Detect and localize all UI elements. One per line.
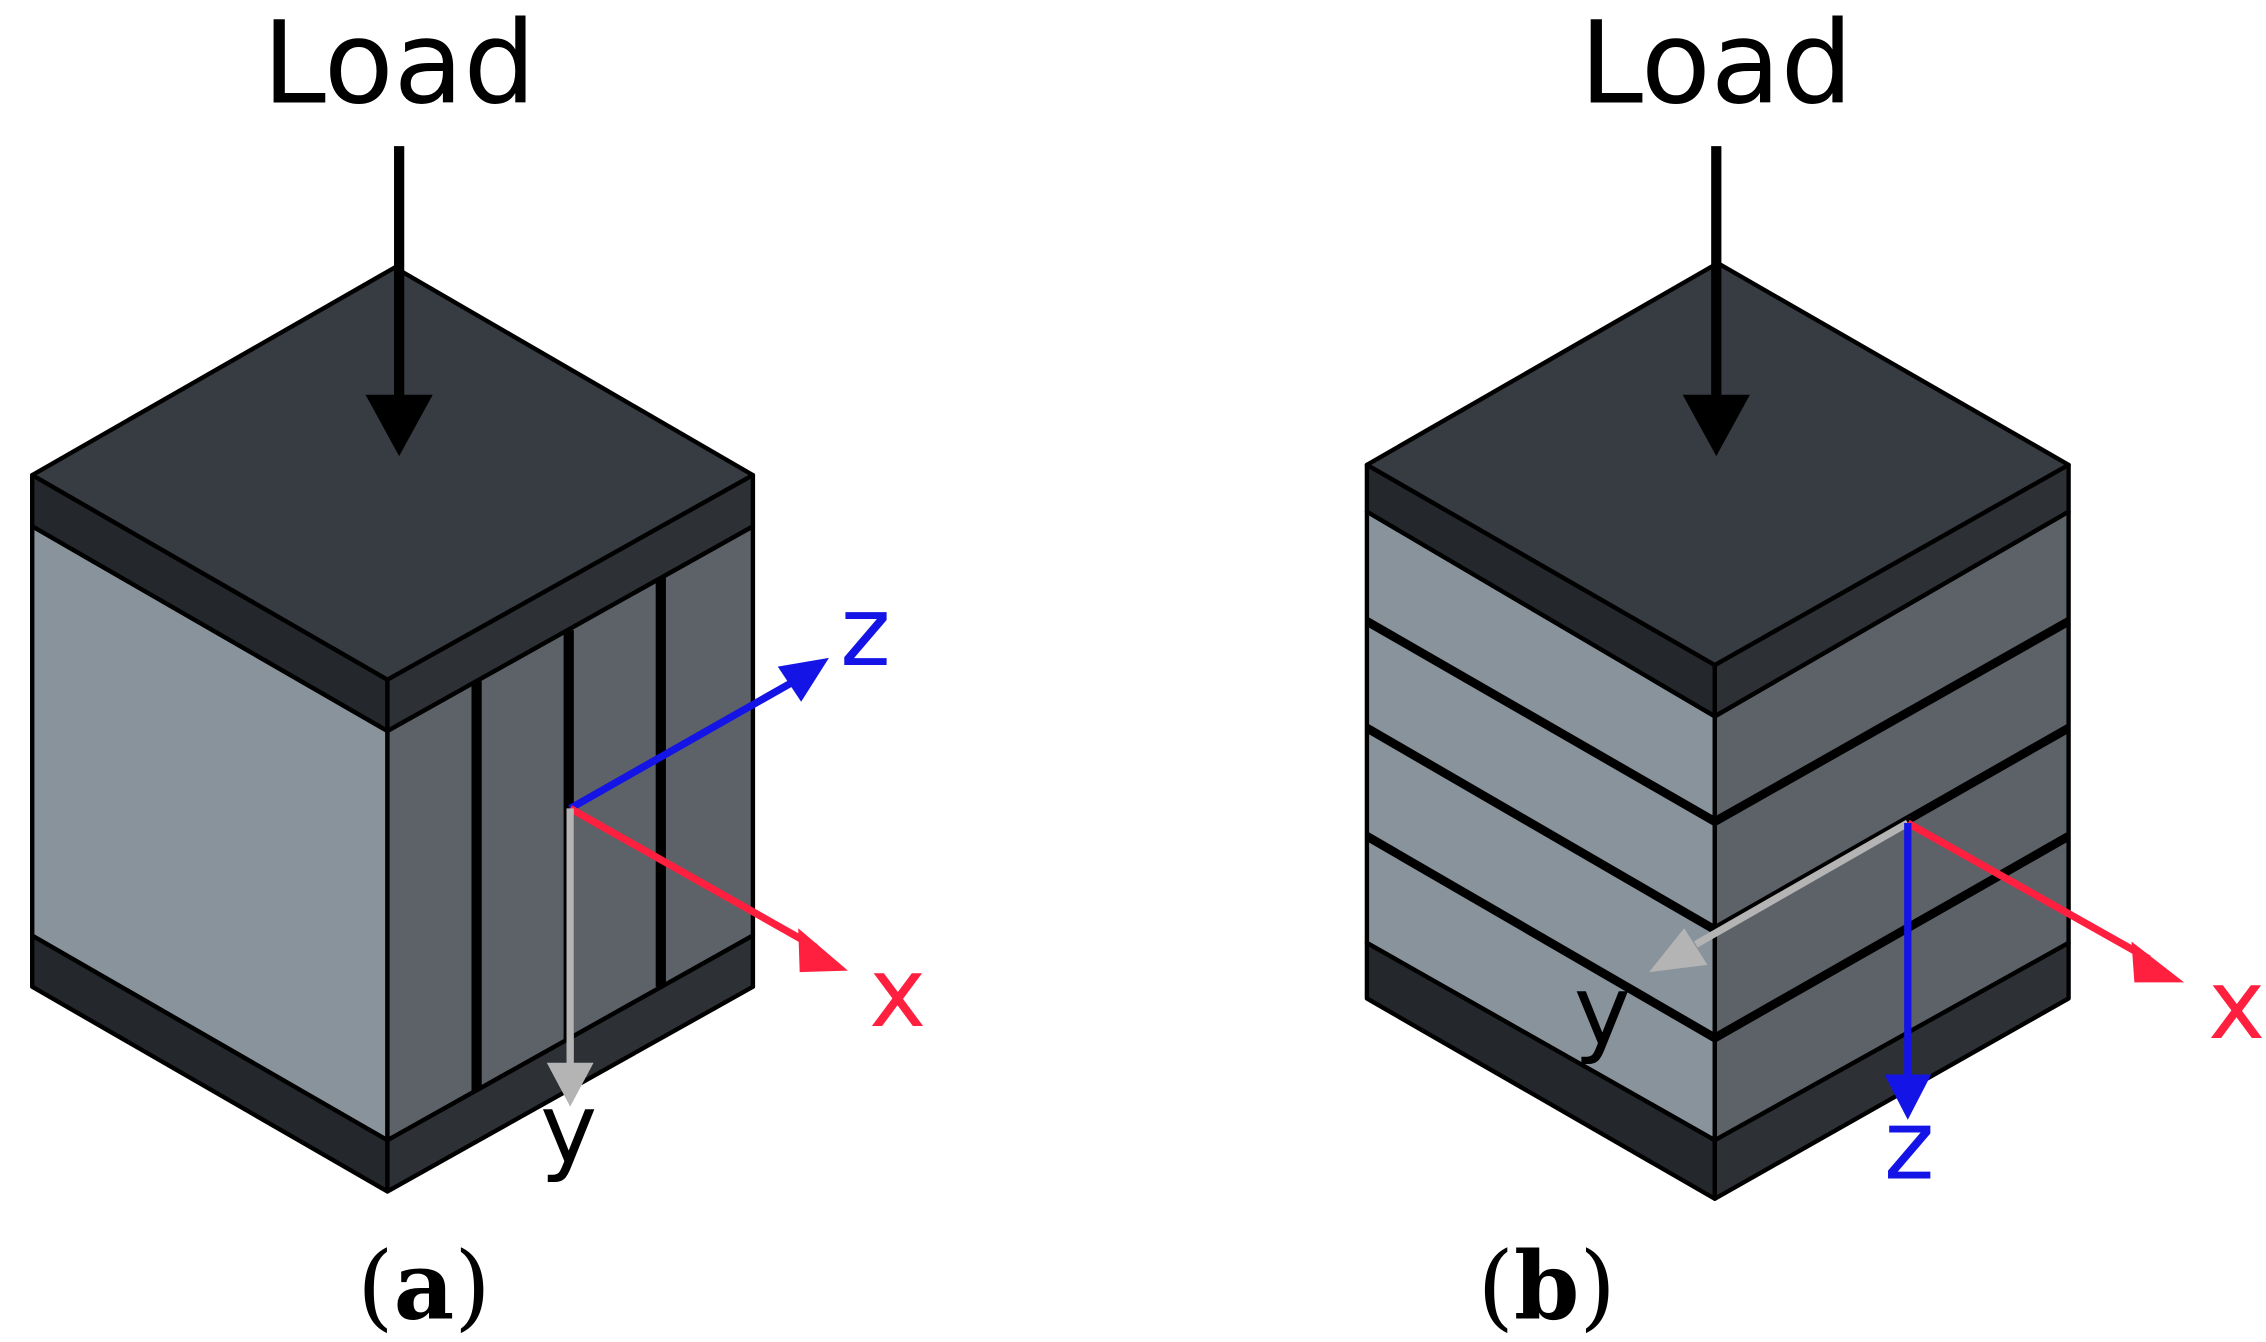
top-plate-right-side (1712, 462, 2071, 719)
x-axis-label: x (869, 936, 926, 1049)
panel-b-caption: (b) (1477, 1232, 1615, 1342)
top-plate-right-side (385, 472, 756, 734)
panel-a-caption: (a) (357, 1232, 491, 1342)
coordinate-axes (546, 657, 848, 1107)
load-label: Load (1580, 0, 1854, 129)
z-axis-label: z (1884, 1088, 1935, 1201)
load-arrow (1682, 146, 1750, 457)
y-axis-label: y (1574, 954, 1631, 1067)
load-label: Load (262, 0, 536, 129)
z-axis-label: z (840, 575, 891, 688)
x-axis-label: x (2208, 948, 2265, 1061)
panel-b: Load x y z (b) (1364, 0, 2265, 1342)
y-axis-label: y (540, 1072, 597, 1185)
load-arrow (365, 146, 433, 457)
bottom-plate-right-side (1712, 940, 2071, 1201)
panel-a: Load z x y (a) (30, 0, 926, 1342)
